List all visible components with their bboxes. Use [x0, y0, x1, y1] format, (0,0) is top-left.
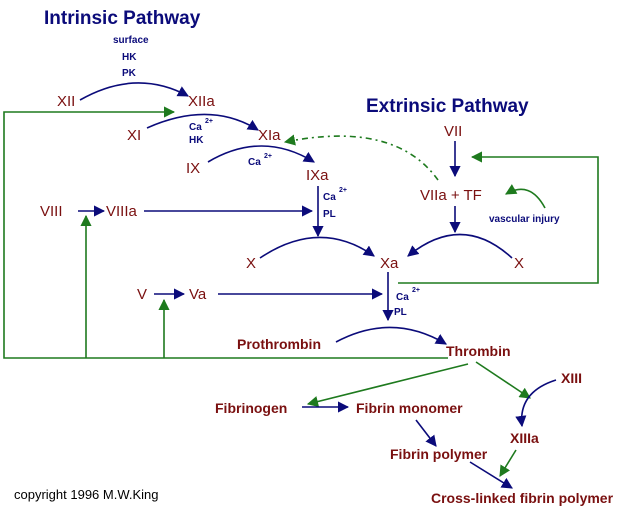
- factor-xa: Xa: [380, 255, 399, 272]
- cofactor-hk-top: HK: [122, 52, 137, 63]
- xiii-to-xiiia-arrow: [515, 379, 557, 428]
- factor-x-right: X: [514, 255, 524, 272]
- thrombin-to-xiii-arrow: [475, 361, 531, 399]
- factor-v: V: [137, 286, 147, 303]
- cofactor-hk-xi: HK: [189, 135, 204, 146]
- xii-to-xiia-arrow: [79, 82, 189, 101]
- factor-xia: XIa: [258, 127, 281, 144]
- factor-viia-tf: VIIa + TF: [420, 187, 482, 204]
- feedback-viia-to-xia: [283, 134, 439, 181]
- factor-prothrombin: Prothrombin: [237, 336, 321, 352]
- cofactor-pl-ixa: PL: [323, 209, 336, 220]
- cofactor-ca-xi-sup: 2+: [205, 118, 213, 125]
- factor-viiia: VIIIa: [106, 203, 138, 220]
- factor-thrombin: Thrombin: [446, 343, 511, 359]
- factor-crosslinked-fibrin-polymer: Cross-linked fibrin polymer: [431, 490, 614, 506]
- factor-xiiia: XIIIa: [510, 430, 539, 446]
- cofactor-ca-xi: Ca: [189, 122, 202, 133]
- cofactor-ca-xa: Ca: [396, 292, 409, 303]
- feedback-thrombin-to-xiia: [3, 106, 448, 359]
- factor-fibrin-monomer: Fibrin monomer: [356, 400, 463, 416]
- thrombin-to-fibrinogen-arrow: [306, 363, 469, 407]
- factor-x-left: X: [246, 255, 256, 272]
- prothrombin-to-thrombin-arrow: [335, 326, 447, 345]
- vascular-injury-label: vascular injury: [489, 214, 560, 225]
- feedback-xa-to-vii: [398, 151, 599, 284]
- vascular-injury-arrow: [505, 184, 546, 209]
- ix-to-ixa-arrow: [207, 145, 315, 163]
- factor-vii: VII: [444, 123, 462, 140]
- cofactor-surface: surface: [113, 35, 149, 46]
- factor-viii: VIII: [40, 203, 63, 220]
- factor-va: Va: [189, 286, 207, 303]
- xiiia-to-crosslink-arrow: [499, 449, 517, 477]
- cofactor-ca-ixa-sup: 2+: [339, 187, 347, 194]
- factor-xiia: XIIa: [188, 93, 215, 110]
- x-right-to-xa-arrow: [407, 233, 513, 259]
- xi-to-xia-arrow: [146, 113, 259, 131]
- cofactor-ca-ixa: Ca: [323, 192, 336, 203]
- cofactor-ca-xa-sup: 2+: [412, 287, 420, 294]
- polymer-to-crosslink-arrow: [469, 461, 513, 489]
- monomer-to-polymer-arrow: [415, 419, 437, 447]
- cofactor-pl-xa: PL: [394, 307, 407, 318]
- factor-xi: XI: [127, 127, 141, 144]
- intrinsic-pathway-title: Intrinsic Pathway: [44, 8, 201, 29]
- cofactor-ca-ix: Ca: [248, 157, 261, 168]
- factor-ix: IX: [186, 160, 200, 177]
- factor-xii: XII: [57, 93, 75, 110]
- factor-xiii: XIII: [561, 370, 582, 386]
- factor-ixa: IXa: [306, 167, 329, 184]
- cofactor-pk: PK: [122, 68, 137, 79]
- factor-fibrinogen: Fibrinogen: [215, 400, 287, 416]
- cofactor-ca-ix-sup: 2+: [264, 153, 272, 160]
- factor-fibrin-polymer: Fibrin polymer: [390, 446, 488, 462]
- extrinsic-pathway-title: Extrinsic Pathway: [366, 96, 529, 117]
- copyright-text: copyright 1996 M.W.King: [14, 487, 159, 502]
- x-left-to-xa-arrow: [259, 236, 375, 259]
